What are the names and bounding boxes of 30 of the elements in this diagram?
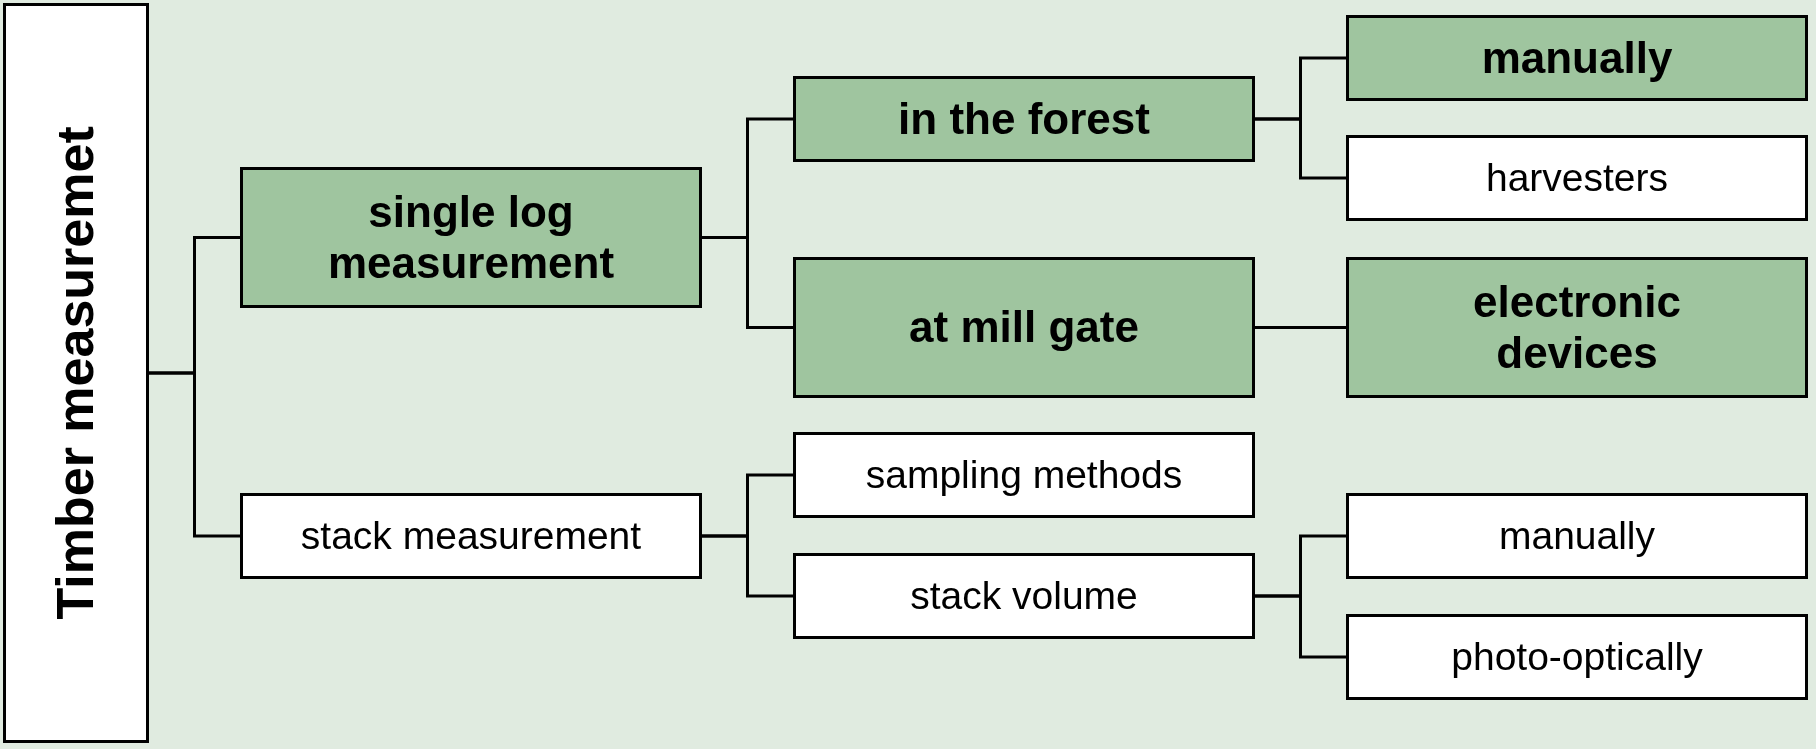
node-label: stack measurement	[299, 513, 643, 559]
node-label: stack volume	[909, 573, 1139, 619]
node-label: photo-optically	[1450, 634, 1704, 680]
node-label: Timber measuremet	[46, 126, 106, 620]
node-label: harvesters	[1484, 155, 1670, 201]
category-box	[793, 553, 1255, 639]
category-box	[793, 257, 1255, 398]
connector	[1255, 117, 1346, 180]
connector	[1255, 326, 1346, 329]
category-box	[1346, 614, 1808, 700]
category-box	[793, 76, 1255, 162]
node-label: single log measurement	[326, 186, 616, 289]
category-box	[793, 432, 1255, 518]
node-label: sampling methods	[864, 452, 1184, 498]
connector	[149, 371, 240, 538]
node-label: manually	[1480, 32, 1674, 84]
node-label: at mill gate	[908, 302, 1140, 353]
connector	[702, 236, 793, 329]
connector	[1255, 594, 1346, 659]
title-box	[3, 3, 149, 743]
category-box	[240, 167, 702, 308]
category-box	[1346, 15, 1808, 101]
category-box	[240, 493, 702, 579]
connector	[702, 534, 793, 598]
category-box	[1346, 257, 1808, 398]
category-box	[1346, 135, 1808, 221]
node-label: manually	[1497, 513, 1657, 559]
category-box	[1346, 493, 1808, 579]
node-label: electronic devices	[1472, 276, 1682, 379]
node-label: in the forest	[897, 93, 1151, 145]
